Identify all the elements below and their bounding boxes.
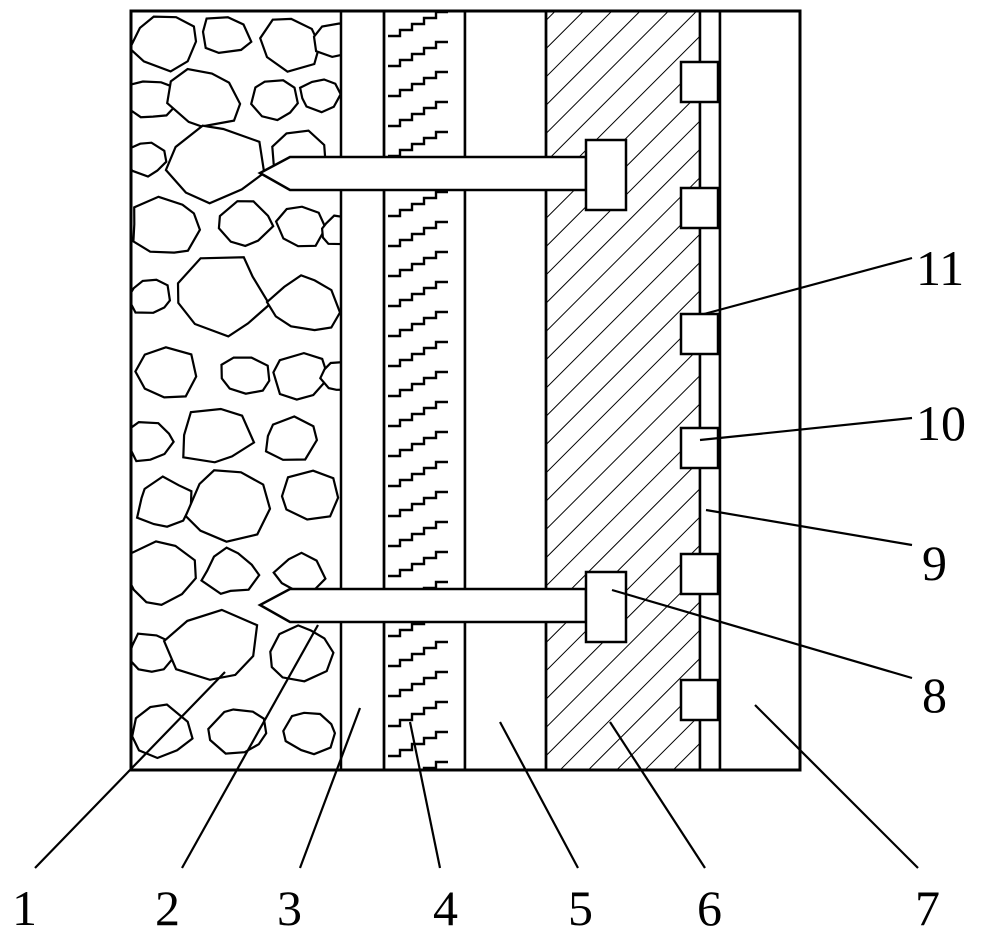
rubble-stone: [217, 200, 275, 248]
leader-10: [699, 416, 913, 442]
rubble-stone: [258, 17, 321, 73]
rubble-stone: [201, 16, 253, 55]
outer-frame: [129, 9, 802, 772]
rubble-stone: [182, 407, 256, 464]
leader-7: [754, 704, 919, 869]
leader-8: [611, 588, 913, 680]
rubble-stone: [131, 80, 177, 119]
leader-5: [499, 721, 579, 869]
layer-5-plain: [463, 9, 548, 772]
rubble-stone: [282, 711, 337, 756]
label-5: 5: [568, 880, 593, 936]
label-4: 4: [433, 880, 458, 936]
rubble-stone: [131, 703, 194, 760]
label-1: 1: [12, 880, 37, 936]
connector-block: [679, 312, 720, 356]
rubble-stone: [134, 346, 198, 399]
layer-6-hatched: [544, 9, 702, 772]
connector-blocks: [679, 60, 720, 722]
rubble-stone: [131, 420, 175, 463]
layer-9-thin-strip: [698, 9, 722, 772]
leader-4: [408, 721, 442, 869]
rubble-stone: [131, 141, 168, 178]
anchor-rod-top: [257, 138, 628, 212]
rubble-stone: [135, 475, 193, 528]
rubble-stone: [166, 67, 242, 128]
rubble-stone: [249, 79, 299, 122]
connector-block: [679, 678, 720, 722]
rubble-stone: [265, 274, 341, 332]
rubble-stone: [162, 608, 259, 681]
rubble-stone: [184, 469, 272, 543]
rubble-stone: [264, 415, 319, 461]
connector-block: [679, 186, 720, 230]
label-2: 2: [155, 880, 180, 936]
anchor-plate-top: [584, 138, 628, 212]
connector-block: [679, 60, 720, 104]
label-10: 10: [916, 395, 966, 451]
rubble-stone: [131, 540, 197, 606]
rubble-stone: [220, 356, 271, 395]
leader-6: [609, 721, 706, 869]
layer-4-insulation: [382, 9, 467, 772]
label-8: 8: [922, 667, 947, 723]
rubble-stone: [319, 361, 341, 391]
rubble-stone: [131, 15, 198, 73]
label-11: 11: [916, 240, 964, 296]
leader-3: [298, 707, 362, 869]
bottom-labels: 1 2 3 4 5 6 7: [12, 880, 940, 936]
connector-block: [679, 552, 720, 596]
rubble-stone: [280, 469, 340, 521]
leader-11: [703, 256, 913, 316]
leader-9: [705, 508, 913, 547]
leader-1: [34, 671, 226, 869]
right-labels: 11 10 9 8: [916, 240, 966, 723]
rubble-stone: [132, 195, 202, 254]
rubble-stone: [176, 256, 271, 338]
anchor-rod-bottom: [257, 570, 628, 644]
rubble-stone: [272, 551, 327, 592]
anchor-plate-bottom: [584, 570, 628, 644]
label-6: 6: [697, 880, 722, 936]
connector-block: [679, 426, 720, 470]
rubble-stone: [320, 214, 341, 246]
rubble-stone: [164, 124, 266, 205]
label-7: 7: [915, 880, 940, 936]
rubble-stone: [274, 205, 327, 248]
rubble-stone: [200, 546, 261, 596]
layer-7-outer: [718, 9, 802, 772]
layer-3-strip: [339, 9, 386, 772]
rubble-stone: [298, 78, 341, 114]
rubble-stone: [131, 278, 172, 314]
label-3: 3: [277, 880, 302, 936]
leader-lines: [34, 256, 919, 869]
label-9: 9: [922, 535, 947, 591]
leader-2: [181, 624, 319, 869]
stone-layer: [131, 15, 341, 760]
rubble-stone: [272, 351, 330, 401]
